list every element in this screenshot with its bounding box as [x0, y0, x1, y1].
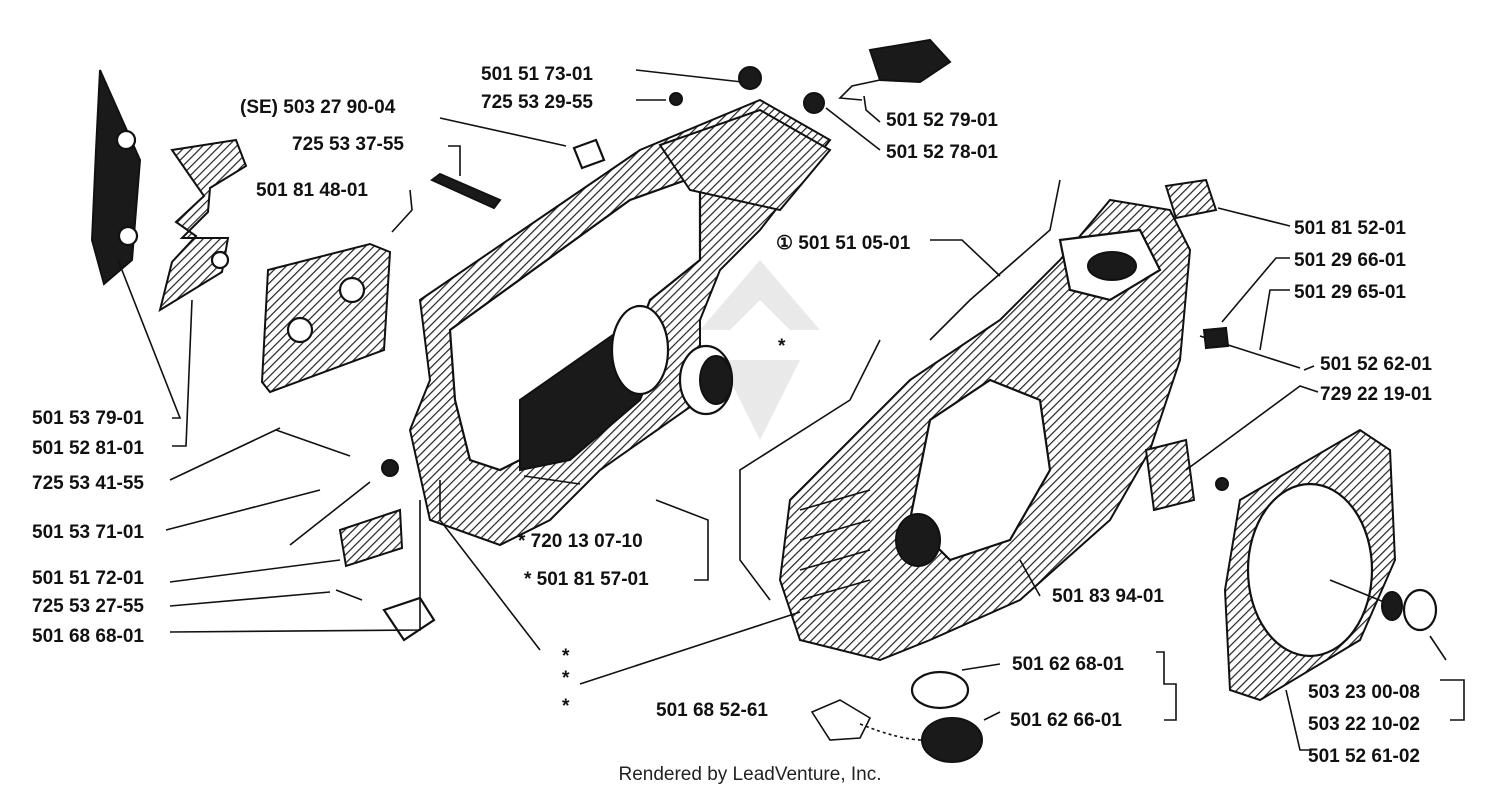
- screw-part: [275, 429, 351, 457]
- part-label: 501 53 79-01: [32, 408, 144, 429]
- gasket-part: [739, 339, 881, 601]
- part-label: * 720 13 07-10: [518, 531, 643, 552]
- part-label: (SE) 503 27 90-04: [240, 97, 396, 118]
- part-label: 501 52 61-02: [1308, 746, 1420, 767]
- screw-part: [335, 589, 363, 601]
- fuel-tank-top: [658, 108, 832, 212]
- part-label: 501 29 66-01: [1294, 250, 1406, 271]
- part-label: 501 52 78-01: [886, 142, 998, 163]
- bracket-hole: [210, 250, 230, 270]
- washer-part: [381, 459, 399, 477]
- top-button-part: [868, 38, 952, 84]
- asterisk-marker: *: [562, 646, 570, 667]
- watermark-logo: [700, 260, 820, 440]
- part-label: 501 81 48-01: [256, 180, 368, 201]
- part-label: 501 68 68-01: [32, 626, 144, 647]
- leader-lines: [117, 69, 1465, 751]
- plate-hole: [338, 276, 366, 304]
- part-label: 501 29 65-01: [1294, 282, 1406, 303]
- nut-part: [1402, 588, 1438, 632]
- guard-bracket-part: [158, 138, 248, 313]
- part-label: 725 53 41-55: [32, 473, 144, 494]
- part-label: 725 53 27-55: [32, 596, 144, 617]
- part-label: 501 52 81-01: [32, 438, 144, 459]
- starter-cover-opening: [1246, 482, 1374, 658]
- cap-gasket-part: [910, 670, 970, 710]
- wire-harness-part: [929, 179, 1061, 341]
- part-label: 729 22 19-01: [1320, 384, 1432, 405]
- asterisk-marker: *: [778, 336, 786, 357]
- part-label: 501 52 79-01: [886, 110, 998, 131]
- rubber-pad-part: [338, 508, 404, 568]
- part-label: 501 51 72-01: [32, 568, 144, 589]
- asterisk-marker: *: [562, 668, 570, 689]
- long-screw-part: [289, 481, 371, 546]
- screw-part: [669, 92, 683, 106]
- bolt-part: [430, 172, 502, 210]
- upper-cover-part: [90, 69, 142, 286]
- screw-part: [1215, 477, 1229, 491]
- part-label: * 501 81 57-01: [524, 569, 649, 590]
- nut-part: [738, 66, 762, 90]
- cylinder-opening: [1087, 251, 1137, 281]
- part-label: 503 23 00-08: [1308, 682, 1420, 703]
- part-label: 501 53 71-01: [32, 522, 144, 543]
- part-label: ① 501 51 05-01: [776, 233, 911, 254]
- part-label: 501 81 52-01: [1294, 218, 1406, 239]
- part-label: 501 68 52-61: [656, 700, 768, 721]
- fuel-cap-part: [921, 717, 983, 763]
- cover-hole: [117, 225, 139, 247]
- part-label: 501 52 62-01: [1320, 354, 1432, 375]
- spring-part: [1202, 326, 1230, 350]
- cap-chain-part: [859, 723, 925, 741]
- switch-part: [1164, 178, 1218, 220]
- plate-hole: [286, 316, 314, 344]
- grommet-part: [572, 138, 606, 170]
- bearing-seat: [610, 304, 670, 396]
- nut-part: [803, 92, 825, 114]
- part-drawings: [90, 38, 1438, 763]
- footer-credit: Rendered by LeadVenture, Inc.: [618, 764, 881, 785]
- part-label: 725 53 29-55: [481, 92, 593, 113]
- part-label: 501 62 66-01: [1010, 710, 1122, 731]
- part-label: 501 51 73-01: [481, 64, 593, 85]
- cap-retainer-part: [810, 699, 872, 741]
- vibration-plate-part: [260, 242, 392, 394]
- bracket-block-part: [1144, 438, 1196, 512]
- part-labels: 501 51 73-01 725 53 29-55 (SE) 503 27 90…: [32, 64, 1432, 767]
- cover-hole: [115, 129, 137, 151]
- washer-part: [1381, 591, 1403, 621]
- clip-part: [382, 596, 436, 642]
- part-label: 501 83 94-01: [1052, 586, 1164, 607]
- bushing-core: [699, 355, 733, 405]
- asterisk-marker: *: [562, 696, 570, 717]
- part-label: 725 53 37-55: [292, 134, 404, 155]
- part-label: 503 22 10-02: [1308, 714, 1420, 735]
- oil-port: [895, 513, 941, 567]
- part-label: 501 62 68-01: [1012, 654, 1124, 675]
- button-spring: [838, 79, 881, 101]
- cooling-fins: [799, 489, 871, 601]
